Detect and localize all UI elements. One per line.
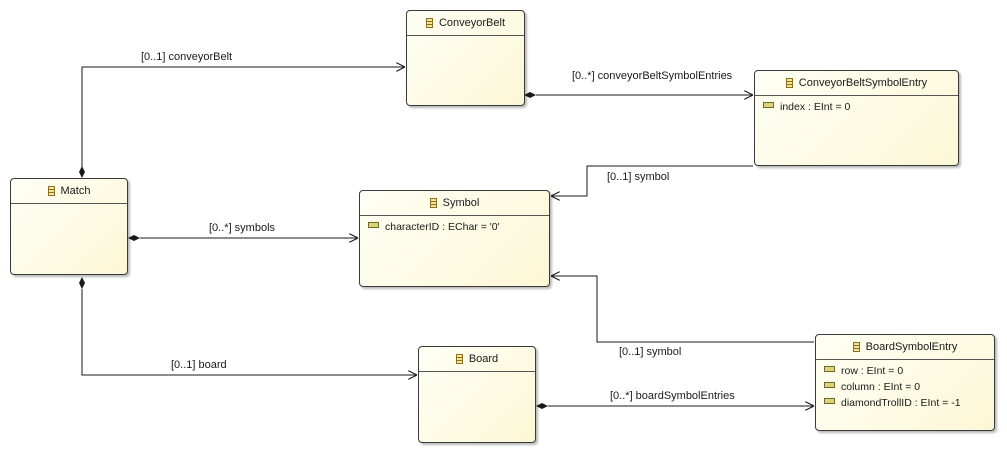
attribute-row[interactable]: column : EInt = 0	[816, 379, 994, 395]
label-bse-symbol: [0..1] symbol	[619, 346, 682, 358]
label-conveyor-belt-entries: [0..*] conveyorBeltSymbolEntries	[572, 70, 733, 82]
attribute-text: row : EInt = 0	[841, 365, 904, 377]
attribute-list: characterID : EChar = '0'	[360, 216, 549, 235]
composition-diamond	[79, 277, 85, 289]
class-header: ConveyorBelt	[407, 11, 524, 36]
attribute-text: column : EInt = 0	[841, 381, 921, 393]
class-name: Symbol	[442, 197, 480, 209]
attribute-row[interactable]: characterID : EChar = '0'	[360, 219, 549, 235]
attribute-text: diamondTrollID : EInt = -1	[841, 397, 961, 409]
attribute-row[interactable]: diamondTrollID : EInt = -1	[816, 395, 994, 411]
eclass-icon	[425, 18, 433, 28]
edge-conveyor-belt-entries[interactable]	[524, 92, 753, 98]
eclass-icon	[47, 186, 55, 196]
class-name: ConveyorBelt	[438, 17, 506, 29]
attribute-list: row : EInt = 0 column : EInt = 0 diamond…	[816, 360, 994, 411]
composition-diamond	[79, 166, 85, 178]
eattribute-icon	[763, 102, 774, 108]
class-header: ConveyorBeltSymbolEntry	[755, 71, 958, 96]
class-conveyor-belt[interactable]: ConveyorBelt	[406, 10, 525, 106]
eattribute-icon	[824, 382, 835, 388]
attribute-row[interactable]: index : EInt = 0	[755, 99, 958, 115]
edge-bse-symbol[interactable]	[551, 276, 814, 343]
attribute-text: index : EInt = 0	[780, 101, 851, 113]
composition-diamond	[128, 235, 140, 241]
label-match-conveyor-belt: [0..1] conveyorBelt	[141, 51, 233, 63]
eclass-icon	[785, 78, 793, 88]
class-header: Board	[419, 347, 535, 372]
attribute-row[interactable]: row : EInt = 0	[816, 363, 994, 379]
composition-diamond	[536, 403, 548, 409]
class-header: Match	[11, 179, 127, 204]
class-board-symbol-entry[interactable]: BoardSymbolEntry row : EInt = 0 column :…	[815, 334, 995, 431]
eattribute-icon	[824, 398, 835, 404]
class-conveyor-belt-symbol-entry[interactable]: ConveyorBeltSymbolEntry index : EInt = 0	[754, 70, 959, 166]
label-cbse-symbol: [0..1] symbol	[607, 171, 670, 183]
edge-cbse-symbol[interactable]	[551, 165, 753, 196]
edge-match-board[interactable]	[79, 277, 417, 375]
class-match[interactable]: Match	[10, 178, 128, 275]
attribute-list: index : EInt = 0	[755, 96, 958, 115]
edge-board-entries[interactable]	[536, 403, 814, 409]
class-symbol[interactable]: Symbol characterID : EChar = '0'	[359, 190, 550, 287]
eclass-icon	[429, 198, 437, 208]
attribute-text: characterID : EChar = '0'	[385, 221, 500, 233]
class-header: Symbol	[360, 191, 549, 216]
eclass-icon	[852, 342, 860, 352]
class-name: Match	[60, 185, 91, 197]
edge-match-symbols[interactable]	[128, 235, 358, 241]
label-match-symbols: [0..*] symbols	[209, 222, 276, 234]
eclass-icon	[455, 354, 463, 364]
label-board-entries: [0..*] boardSymbolEntries	[610, 390, 735, 402]
class-name: ConveyorBeltSymbolEntry	[798, 77, 928, 89]
composition-diamond	[524, 92, 536, 98]
label-match-board: [0..1] board	[171, 359, 227, 371]
class-name: Board	[468, 353, 499, 365]
class-name: BoardSymbolEntry	[865, 341, 958, 353]
edge-match-conveyor-belt[interactable]	[79, 67, 405, 178]
eattribute-icon	[368, 222, 379, 228]
class-header: BoardSymbolEntry	[816, 335, 994, 360]
class-board[interactable]: Board	[418, 346, 536, 443]
eattribute-icon	[824, 366, 835, 372]
